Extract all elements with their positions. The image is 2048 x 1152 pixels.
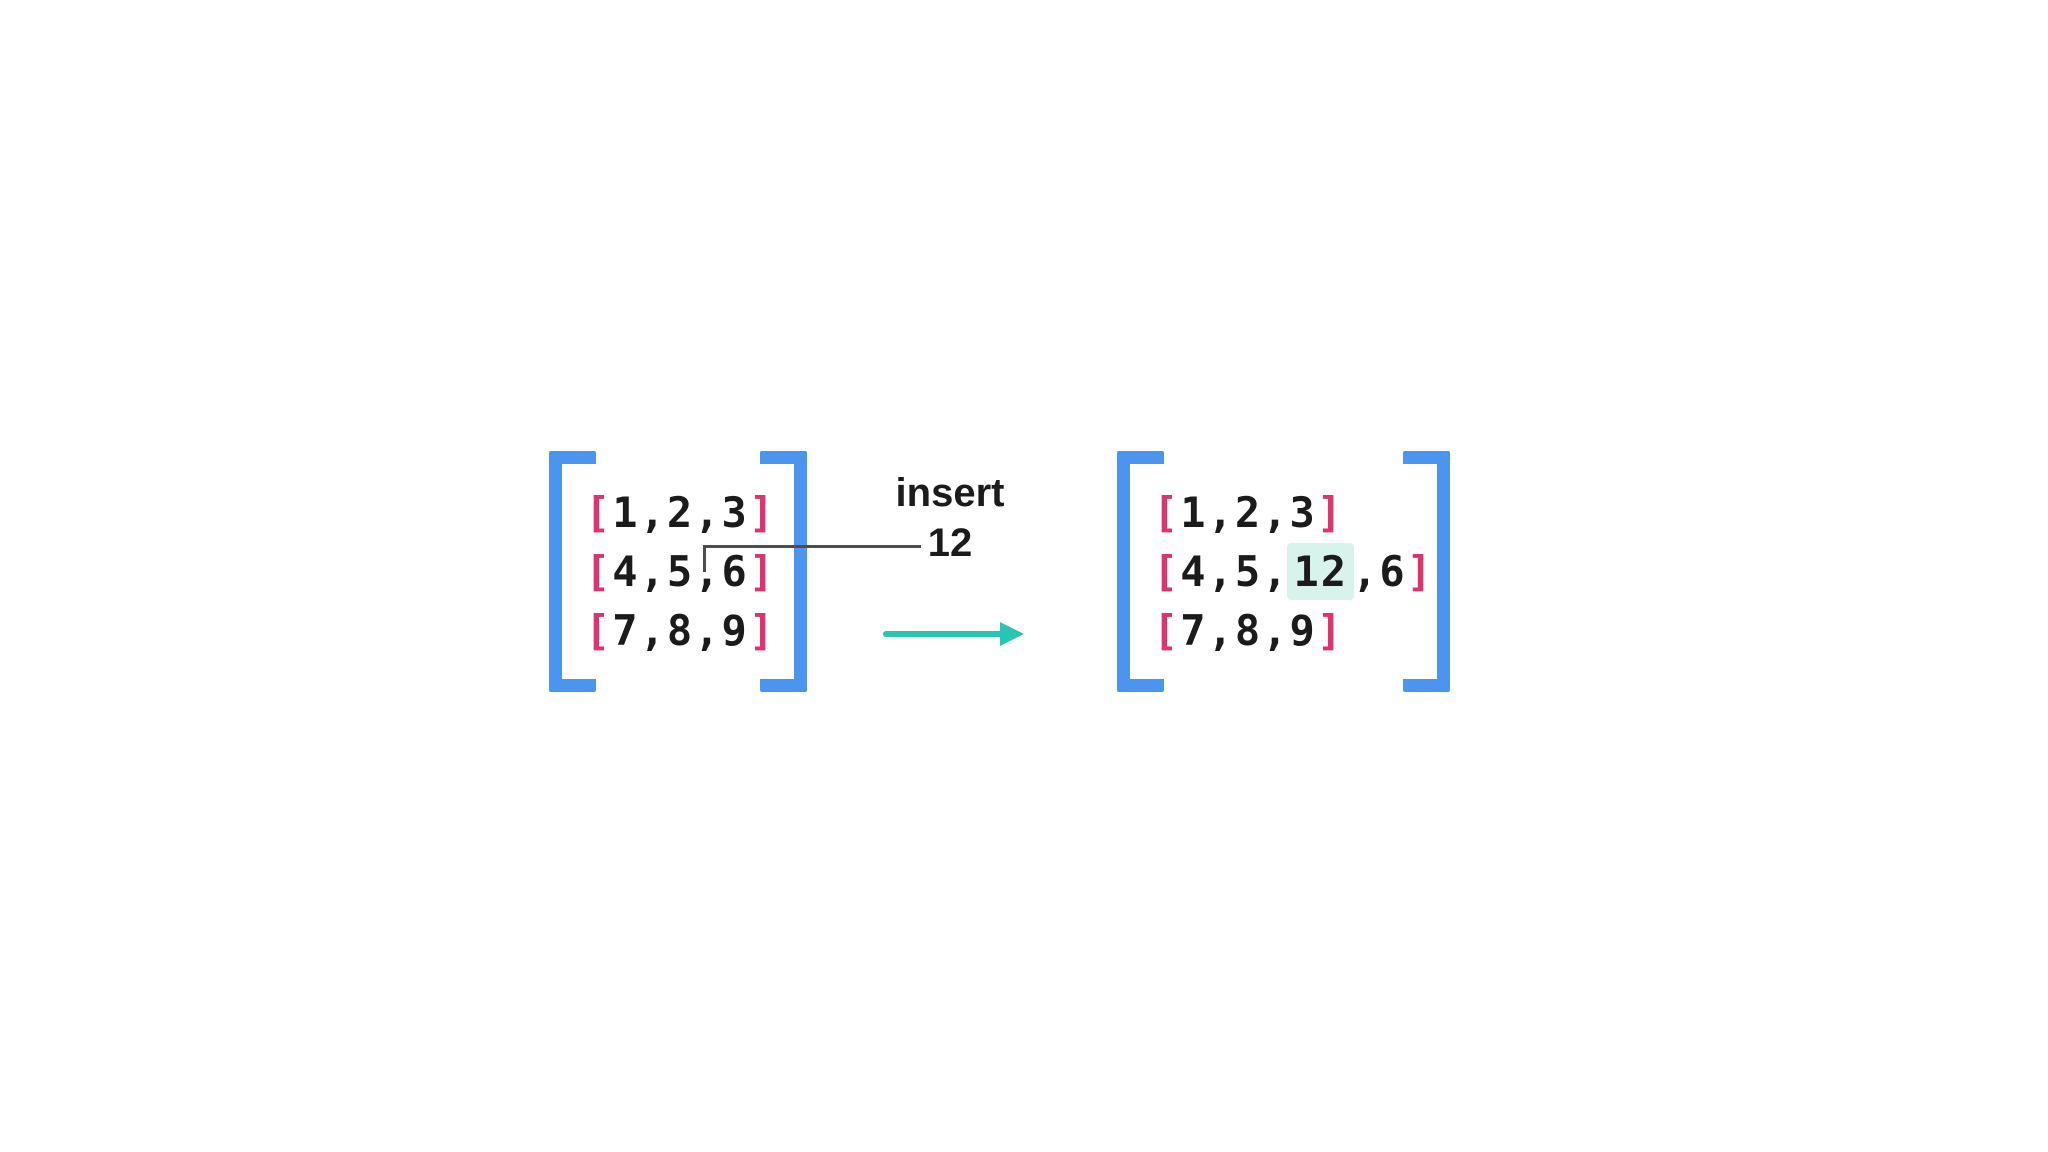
matrix-cell: 2 — [1234, 488, 1263, 537]
matrix-row: [4,5,6] — [585, 542, 807, 601]
matrix-row: [1,2,3] — [585, 483, 807, 542]
row-open-bracket: [ — [585, 488, 613, 537]
insert-action-text: insert — [895, 471, 1005, 515]
row-open-bracket: [ — [585, 606, 613, 655]
comma-separator: , — [1262, 547, 1290, 596]
inserted-value-cell: 12 — [1287, 543, 1355, 600]
matrix-cell: 6 — [1379, 547, 1407, 596]
row-close-bracket: ] — [1406, 547, 1434, 596]
matrix-cell: 5 — [1234, 547, 1263, 596]
matrix-row: [4,5,12,6] — [1153, 542, 1450, 601]
comma-separator: , — [694, 606, 722, 655]
comma-separator: , — [1207, 488, 1235, 537]
matrix-row: [1,2,3] — [1153, 483, 1450, 542]
comma-separator: , — [1262, 488, 1290, 537]
matrix-close-bracket-icon — [1403, 451, 1450, 692]
matrix-cell: 7 — [612, 606, 640, 655]
matrix-cell: 7 — [1180, 606, 1208, 655]
matrix-before: [1,2,3][4,5,6][7,8,9] — [549, 451, 807, 692]
matrix-open-bracket-icon — [1117, 451, 1164, 692]
row-close-bracket: ] — [748, 606, 777, 655]
matrix-cell: 9 — [721, 606, 749, 655]
matrix-cell: 1 — [612, 488, 640, 537]
matrix-row: [7,8,9] — [585, 601, 807, 660]
row-close-bracket: ] — [748, 488, 777, 537]
matrix-cell: 9 — [1289, 606, 1317, 655]
matrix-cell: 2 — [666, 488, 695, 537]
matrix-cell: 4 — [612, 547, 640, 596]
matrix-close-bracket-icon — [760, 451, 807, 692]
matrix-after: [1,2,3][4,5,12,6][7,8,9] — [1117, 451, 1450, 692]
matrix-open-bracket-icon — [549, 451, 596, 692]
comma-separator: , — [639, 488, 667, 537]
row-open-bracket: [ — [1153, 606, 1181, 655]
comma-separator: , — [694, 547, 722, 596]
comma-separator: , — [1207, 547, 1235, 596]
matrix-cell: 4 — [1180, 547, 1208, 596]
matrix-cell: 8 — [1234, 606, 1263, 655]
row-open-bracket: [ — [585, 547, 613, 596]
insert-pointer-line — [703, 545, 921, 572]
row-close-bracket: ] — [748, 547, 777, 596]
matrix-cell: 8 — [666, 606, 695, 655]
matrix-cell: 1 — [1180, 488, 1208, 537]
matrix-before-rows: [1,2,3][4,5,6][7,8,9] — [585, 483, 807, 660]
matrix-cell: 5 — [666, 547, 695, 596]
matrix-cell: 3 — [1289, 488, 1317, 537]
comma-separator: , — [694, 488, 722, 537]
comma-separator: , — [639, 547, 667, 596]
comma-separator: , — [1352, 547, 1380, 596]
row-close-bracket: ] — [1316, 488, 1345, 537]
arrow-right-icon — [883, 622, 1024, 646]
comma-separator: , — [1262, 606, 1290, 655]
row-open-bracket: [ — [1153, 488, 1181, 537]
matrix-cell: 6 — [721, 547, 749, 596]
insert-label: insert 12 — [880, 468, 1020, 568]
insert-value-text: 12 — [927, 521, 973, 565]
matrix-after-rows: [1,2,3][4,5,12,6][7,8,9] — [1153, 483, 1450, 660]
comma-separator: , — [1207, 606, 1235, 655]
row-close-bracket: ] — [1316, 606, 1345, 655]
row-open-bracket: [ — [1153, 547, 1181, 596]
matrix-row: [7,8,9] — [1153, 601, 1450, 660]
comma-separator: , — [639, 606, 667, 655]
matrix-cell: 3 — [721, 488, 749, 537]
